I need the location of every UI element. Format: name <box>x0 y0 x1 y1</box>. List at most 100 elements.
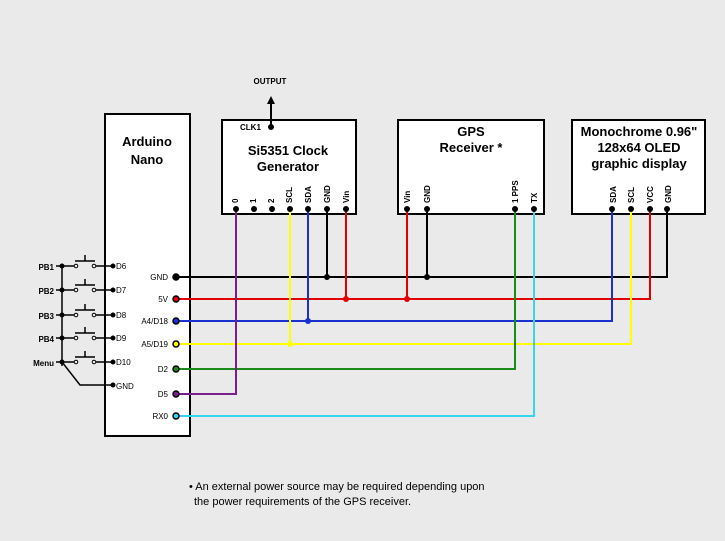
footnote-line-1: • An external power source may be requir… <box>189 481 485 493</box>
arduino-pin-d8: D8 <box>116 311 127 320</box>
arduino-title-line-1: Arduino <box>122 134 172 149</box>
arduino-pin-gnd-left: GND <box>116 382 134 391</box>
si5351-pin-gnd: GND <box>323 185 332 203</box>
button-junction-dot-4 <box>59 359 65 365</box>
switch-contact-b-2 <box>91 312 97 318</box>
gps-pin-gnd: GND <box>423 185 432 203</box>
arduino-left-pin-dot-0 <box>110 263 116 269</box>
arduino-left-pin-dot-4 <box>110 359 116 365</box>
button-junction-dot-1 <box>59 287 65 293</box>
sda-wire <box>176 209 613 322</box>
si5351-title-line-1: Si5351 Clock <box>248 143 329 158</box>
output-label: OUTPUT <box>254 77 287 86</box>
arduino-pin-5v: 5V <box>158 295 168 304</box>
switch-contact-a-1 <box>73 287 79 293</box>
switch-contact-b-3 <box>91 335 97 341</box>
oled-title-line-2: 128x64 OLED <box>597 140 680 155</box>
switch-contact-b-1 <box>91 287 97 293</box>
switch-contact-a-2 <box>73 312 79 318</box>
si5351-pin-dot-6 <box>343 206 349 212</box>
arduino-left-pin-dot-3 <box>110 335 116 341</box>
scl-wire <box>176 209 632 345</box>
gps-title-line-2: Receiver * <box>440 140 504 155</box>
si5351-pin-0: 0 <box>231 198 240 203</box>
button-label-pb1: PB1 <box>38 263 54 272</box>
si5351-pin-dot-2 <box>269 206 275 212</box>
gps-pin-dot-1 <box>424 206 430 212</box>
pps-wire <box>176 209 516 370</box>
button-label-pb3: PB3 <box>38 312 54 321</box>
gnd-wire <box>176 209 668 278</box>
gps-pin-dot-3 <box>531 206 537 212</box>
oled-pin-gnd: GND <box>664 185 673 203</box>
junction-scl-si5351 <box>287 341 293 347</box>
switch-contact-a-4 <box>73 359 79 365</box>
oled-pin-dot-1 <box>628 206 634 212</box>
arduino-pin-rx0: RX0 <box>152 412 168 421</box>
oled-display-box <box>571 119 706 215</box>
clk0-wire <box>176 209 237 395</box>
arduino-pin-a4-d18: A4/D18 <box>141 317 168 326</box>
arduino-left-pin-dot-2 <box>110 312 116 318</box>
oled-pin-dot-2 <box>647 206 653 212</box>
gps-pin-1pps: 1 PPS <box>511 180 520 203</box>
gps-pin-vin: Vin <box>403 191 412 203</box>
switch-contact-b-0 <box>91 263 97 269</box>
button-label-pb2: PB2 <box>38 287 54 296</box>
clk1-label: CLK1 <box>240 123 261 132</box>
button-junction-dot-3 <box>59 335 65 341</box>
junction-5v-gps <box>404 296 410 302</box>
junction-gnd-si5351 <box>324 274 330 280</box>
si5351-pin-scl: SCL <box>285 187 294 203</box>
arduino-right-pin-dot-4 <box>172 365 180 373</box>
output-arrow-head <box>267 96 275 104</box>
junction-5v-si5351 <box>343 296 349 302</box>
arduino-pin-d9: D9 <box>116 334 127 343</box>
arduino-pin-d10: D10 <box>116 358 131 367</box>
si5351-pin-dot-5 <box>324 206 330 212</box>
switch-contact-b-4 <box>91 359 97 365</box>
junction-gnd-gps <box>424 274 430 280</box>
oled-title-line-1: Monochrome 0.96" <box>581 124 698 139</box>
si5351-box <box>221 119 357 215</box>
buttons-group <box>56 255 112 365</box>
arduino-pin-d7: D7 <box>116 286 127 295</box>
si5351-pin-vin: Vin <box>342 191 351 203</box>
si5351-pin-dot-3 <box>287 206 293 212</box>
switch-contact-a-3 <box>73 335 79 341</box>
tx-rx-wire <box>176 209 535 417</box>
arduino-pin-d6: D6 <box>116 262 127 271</box>
gps-title-line-1: GPS <box>457 124 485 139</box>
arduino-right-pin-dot-6 <box>172 412 180 420</box>
si5351-pin-sda: SDA <box>304 186 313 203</box>
arduino-left-pin-dot-gnd <box>110 382 116 388</box>
arduino-pin-gnd-right: GND <box>150 273 168 282</box>
arduino-right-pin-dot-3 <box>172 340 180 348</box>
arduino-left-pin-dot-1 <box>110 287 116 293</box>
si5351-pin-1: 1 <box>249 198 258 203</box>
gps-pin-dot-2 <box>512 206 518 212</box>
arduino-right-pin-dot-1 <box>172 295 180 303</box>
arduino-right-pin-dot-2 <box>172 317 180 325</box>
oled-pin-dot-0 <box>609 206 615 212</box>
gps-pin-tx: TX <box>530 192 539 203</box>
arduino-pin-d5: D5 <box>158 390 169 399</box>
si5351-pin-dot-0 <box>233 206 239 212</box>
button-label-pb4: PB4 <box>38 335 54 344</box>
oled-pin-dot-3 <box>664 206 670 212</box>
gps-receiver-box <box>397 119 545 215</box>
connection-dots-group <box>59 206 670 420</box>
arduino-right-pin-dot-0 <box>172 273 180 281</box>
footnote-line-2: the power requirements of the GPS receiv… <box>194 496 411 508</box>
si5351-title-line-2: Generator <box>257 159 319 174</box>
arduino-pin-a5-d19: A5/D19 <box>141 340 168 349</box>
button-label-menu: Menu <box>33 359 54 368</box>
junction-sda-si5351 <box>305 318 311 324</box>
oled-title-line-3: graphic display <box>591 156 687 171</box>
oled-pin-sda: SDA <box>609 186 618 203</box>
clk1-dot <box>268 124 274 130</box>
oled-pin-scl: SCL <box>627 187 636 203</box>
arduino-title-line-2: Nano <box>131 152 164 167</box>
button-junction-dot-0 <box>59 263 65 269</box>
